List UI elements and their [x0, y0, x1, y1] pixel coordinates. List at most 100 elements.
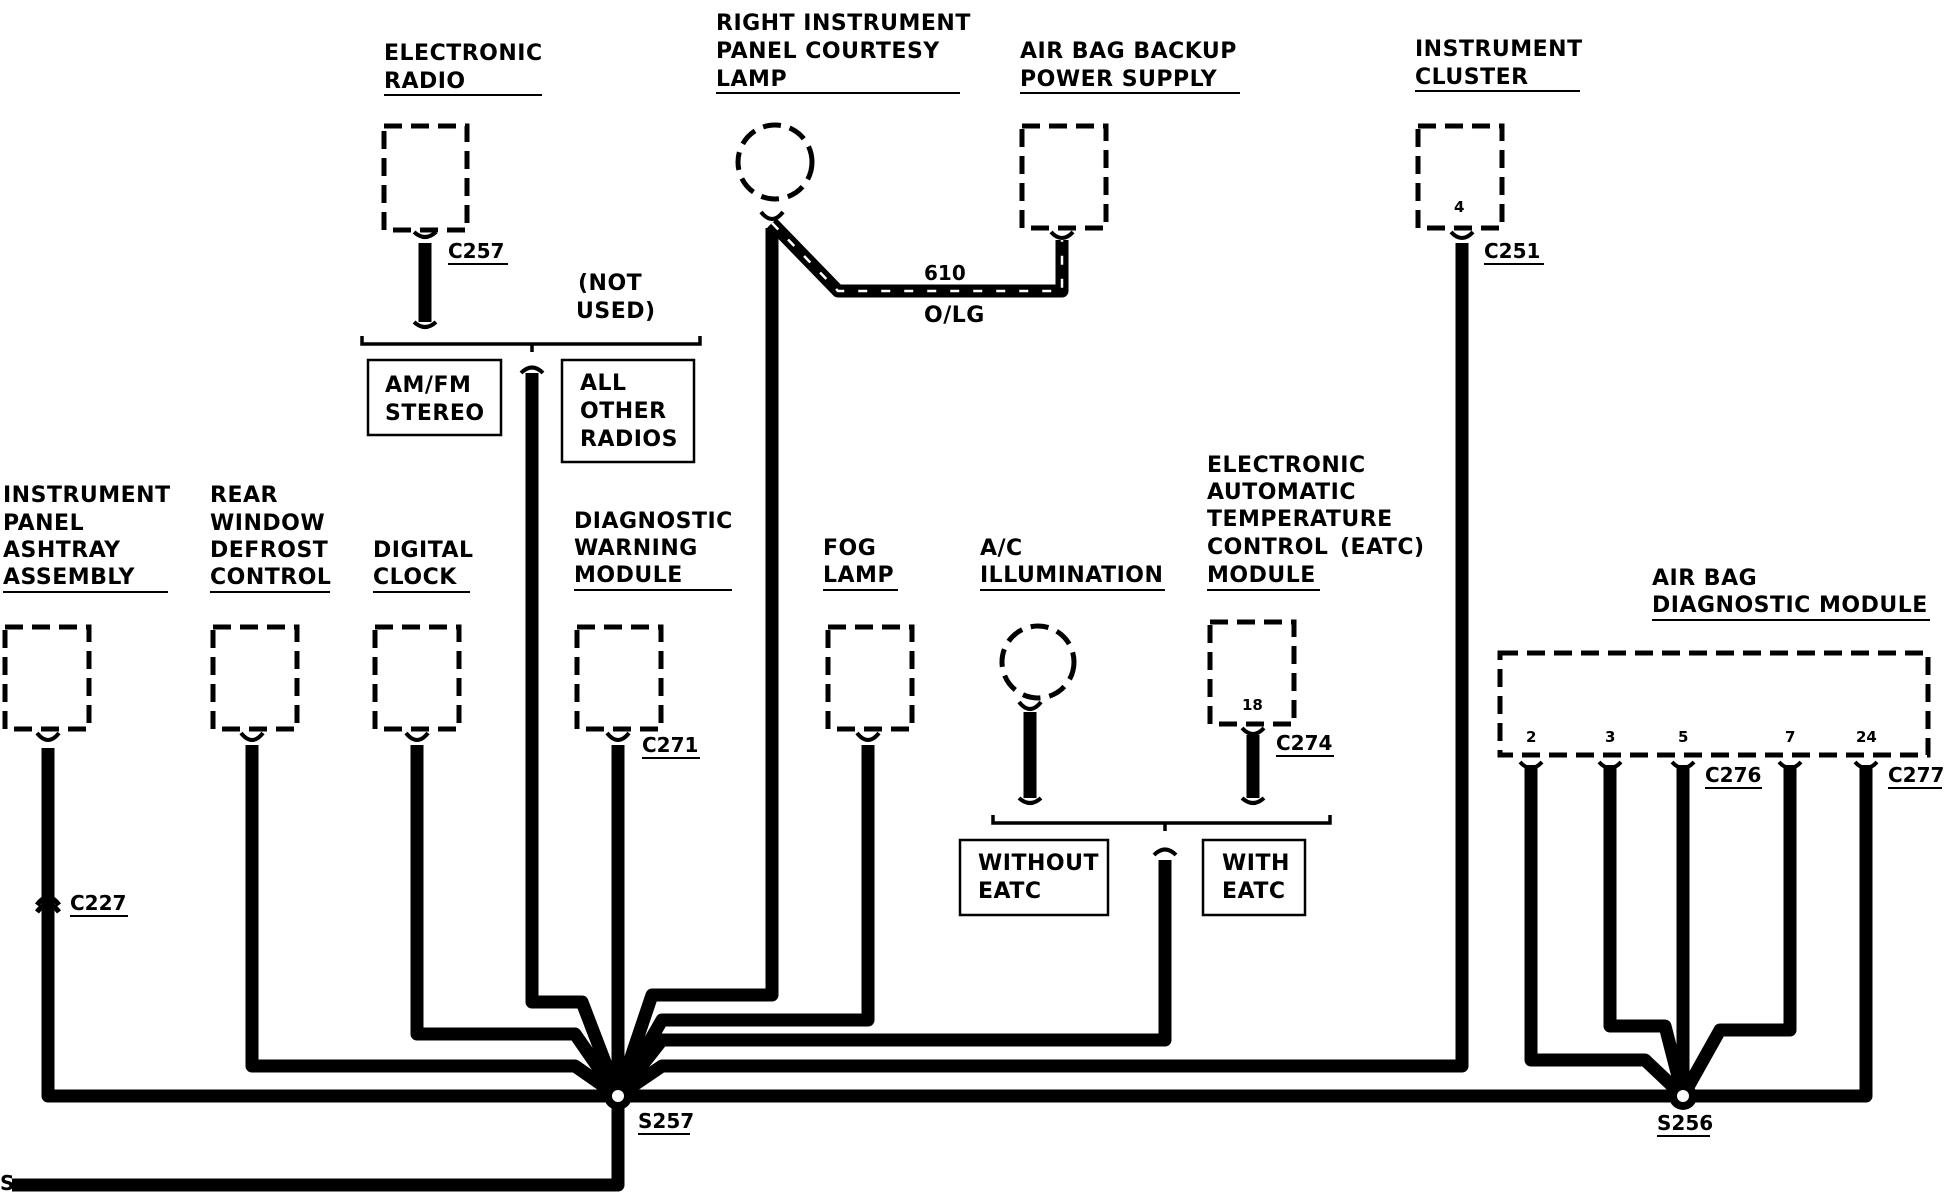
pin-cluster: 4 — [1454, 198, 1464, 216]
wire-rear-defrost — [245, 745, 622, 1102]
label-courtesy-lamp-2: PANEL COURTESY — [716, 39, 940, 64]
pin-airbag-3: 3 — [1605, 728, 1615, 746]
label-ac-illumination-2: ILLUMINATION — [980, 563, 1163, 588]
air-bag-backup-box — [1019, 123, 1109, 231]
with-eatc-box — [1201, 838, 1307, 917]
wire-airbag-24 — [1683, 765, 1873, 1103]
label-all-other-2: OTHER — [580, 399, 667, 424]
air-bag-diagnostic-box — [1497, 650, 1931, 758]
pin-eatc: 18 — [1242, 696, 1263, 714]
label-eatc-suffix: (EATC) — [1340, 535, 1425, 560]
label-c271: C271 — [642, 733, 698, 757]
wire-digital-clock — [410, 745, 624, 1100]
label-air-bag-backup-1: AIR BAG BACKUP — [1020, 39, 1237, 64]
ac-illumination-circle — [999, 623, 1077, 701]
label-with-eatc-1: WITH — [1222, 851, 1290, 876]
label-c276: C276 — [1705, 763, 1761, 787]
label-all-other-1: ALL — [580, 371, 627, 396]
label-rear-defrost-4: CONTROL — [210, 565, 331, 590]
label-ashtray-1: INSTRUMENT — [3, 483, 171, 508]
pin-airbag-5: 5 — [1678, 728, 1688, 746]
splice-s257 — [604, 1082, 632, 1110]
offpage-marker: S — [0, 1171, 14, 1195]
label-c251: C251 — [1484, 239, 1540, 263]
rear-defrost-box — [210, 624, 300, 732]
label-courtesy-lamp-1: RIGHT INSTRUMENT — [716, 11, 971, 36]
wire-ashtray — [41, 748, 618, 1103]
wires — [12, 218, 1873, 1192]
diagnostic-warning-box — [574, 624, 664, 732]
label-eatc-4: CONTROL — [1207, 535, 1328, 560]
splice-s256 — [1669, 1082, 1697, 1110]
wire-courtesy-lamp — [611, 228, 779, 1099]
label-air-bag-diagnostic-2: DIAGNOSTIC MODULE — [1652, 593, 1928, 618]
label-rear-defrost-1: REAR — [210, 483, 278, 508]
label-am-fm-2: STEREO — [385, 401, 485, 426]
label-ac-illumination-1: A/C — [980, 536, 1023, 561]
label-ashtray-2: PANEL — [3, 511, 84, 536]
wire-airbag-2 — [1524, 765, 1688, 1101]
wire-airbag-7 — [1677, 765, 1797, 1100]
label-electronic-radio-1: ELECTRONIC — [384, 41, 543, 66]
eatc-option-hook — [1152, 847, 1178, 857]
label-am-fm-1: AM/FM — [385, 373, 471, 398]
label-diagnostic-warning-3: MODULE — [574, 563, 683, 588]
label-instrument-cluster-2: CLUSTER — [1415, 65, 1529, 90]
label-not-used-2: USED) — [576, 299, 656, 324]
label-rear-defrost-2: WINDOW — [210, 511, 325, 536]
label-circuit-610: 610 — [924, 261, 966, 285]
ac-option-brace — [991, 815, 1332, 831]
wire-610 — [767, 218, 1069, 298]
ashtray-box — [2, 624, 92, 732]
label-air-bag-diagnostic-1: AIR BAG — [1652, 566, 1757, 591]
radio-option-hook — [519, 365, 545, 375]
pin-airbag-2: 2 — [1526, 728, 1536, 746]
wire-eatc-option — [612, 860, 1172, 1101]
label-without-eatc-2: EATC — [978, 879, 1042, 904]
label-fog-lamp-1: FOG — [823, 536, 876, 561]
label-air-bag-backup-2: POWER SUPPLY — [1020, 67, 1218, 92]
label-ashtray-4: ASSEMBLY — [3, 565, 136, 590]
label-digital-clock-2: CLOCK — [373, 565, 457, 590]
component-outlines — [2, 122, 1931, 758]
label-diagnostic-warning-1: DIAGNOSTIC — [574, 509, 733, 534]
label-eatc-2: AUTOMATIC — [1207, 480, 1356, 505]
wire-radio-option — [525, 373, 625, 1099]
radio-option-brace — [360, 336, 702, 352]
fog-lamp-box — [825, 624, 915, 732]
label-c227: C227 — [70, 891, 126, 915]
connector-hooks — [34, 210, 1879, 914]
electronic-radio-box — [381, 123, 470, 233]
label-s256: S256 — [1657, 1111, 1713, 1135]
wire-instrument-cluster — [614, 243, 1469, 1102]
label-all-other-3: RADIOS — [580, 427, 678, 452]
label-with-eatc-2: EATC — [1222, 879, 1286, 904]
instrument-cluster-box — [1415, 123, 1505, 231]
label-digital-clock-1: DIGITAL — [373, 538, 474, 563]
digital-clock-box — [372, 624, 462, 732]
label-wire-color: O/LG — [924, 303, 985, 328]
label-not-used-1: (NOT — [578, 271, 642, 296]
pin-airbag-7: 7 — [1785, 728, 1795, 746]
wire-airbag-3 — [1603, 765, 1690, 1098]
label-c274: C274 — [1276, 731, 1332, 755]
label-without-eatc-1: WITHOUT — [978, 851, 1099, 876]
label-s257: S257 — [638, 1109, 694, 1133]
label-ashtray-3: ASHTRAY — [3, 538, 121, 563]
label-diagnostic-warning-2: WARNING — [574, 536, 698, 561]
label-eatc-1: ELECTRONIC — [1207, 453, 1366, 478]
label-eatc-3: TEMPERATURE — [1207, 507, 1393, 532]
label-eatc-5: MODULE — [1207, 563, 1316, 588]
without-eatc-box — [958, 838, 1110, 917]
am-fm-stereo-box — [366, 358, 503, 437]
wire-610-stripe — [771, 222, 1064, 293]
label-c257: C257 — [448, 239, 504, 263]
eatc-module-box — [1207, 619, 1297, 727]
label-electronic-radio-2: RADIO — [384, 69, 466, 94]
label-fog-lamp-2: LAMP — [823, 563, 894, 588]
label-c277: C277 — [1888, 763, 1944, 787]
label-rear-defrost-3: DEFROST — [210, 538, 328, 563]
label-courtesy-lamp-3: LAMP — [716, 67, 787, 92]
pin-airbag-24: 24 — [1856, 728, 1877, 746]
